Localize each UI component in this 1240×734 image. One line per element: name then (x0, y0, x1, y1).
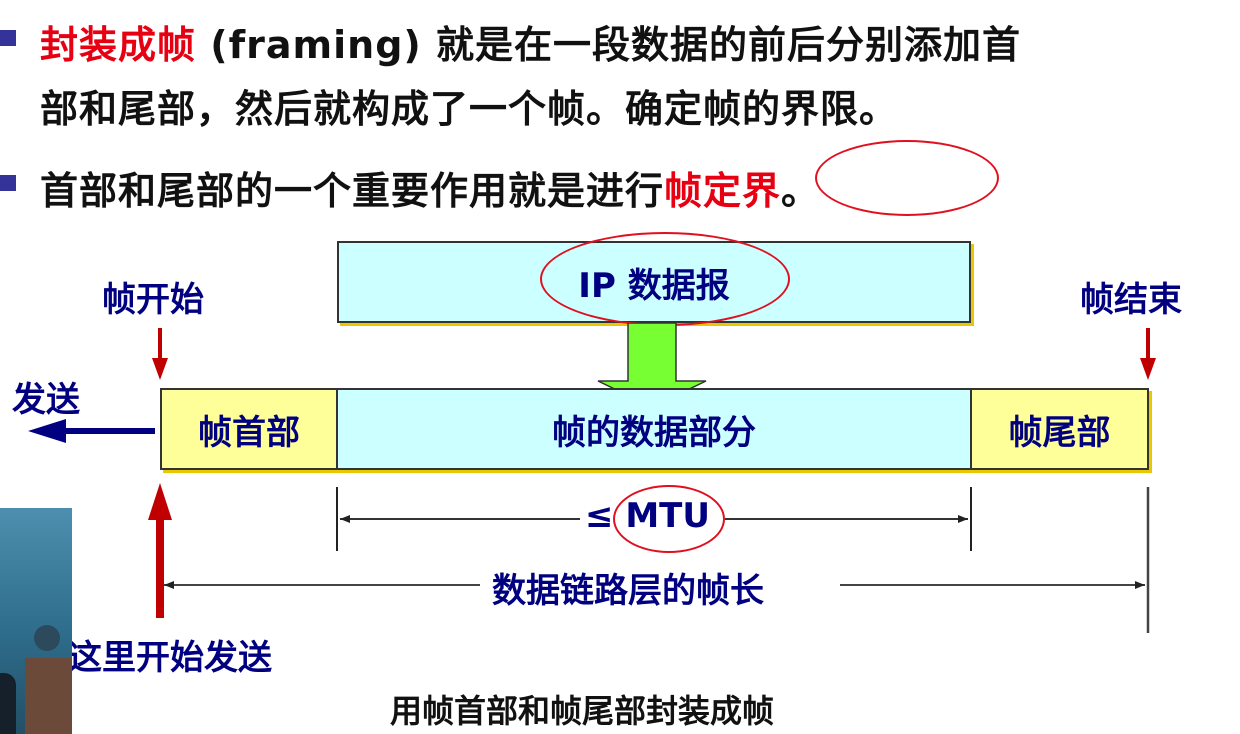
frame-trailer-label: 帧尾部 (1008, 412, 1111, 453)
bullet-1-text: (framing) 就是在一段数据的前后分别添加首 (196, 23, 1022, 67)
bullet-marker (0, 175, 16, 191)
frame-delimit-highlight: 帧定界 (664, 169, 782, 213)
ink-circle-frame-delimit (815, 140, 999, 216)
frame-header-box: 帧首部 (160, 388, 338, 470)
ink-circle-mtu (613, 485, 725, 553)
frame-end-label: 帧结束 (1080, 280, 1182, 320)
bullet-2-text: 首部和尾部的一个重要作用就是进行 (40, 169, 665, 213)
desk (25, 658, 72, 734)
send-label: 发送 (12, 380, 80, 420)
bullet-1-line-2: 部和尾部，然后就构成了一个帧。确定帧的界限。 (40, 87, 899, 131)
framing-highlight: 封装成帧 (40, 23, 197, 67)
frame-data-label: 帧的数据部分 (552, 412, 756, 453)
frame-start-label: 帧开始 (102, 280, 204, 320)
figure-caption: 用帧首部和帧尾部封装成帧 (390, 692, 775, 730)
send-from-here-label: 这里开始发送 (68, 638, 272, 678)
presenter-webcam-overlay (0, 508, 72, 734)
frame-data-box: 帧的数据部分 (336, 388, 972, 470)
globe-icon (34, 625, 60, 651)
bullet-marker (0, 30, 16, 46)
person-silhouette (0, 673, 16, 734)
frame-length-label: 数据链路层的帧长 (492, 571, 764, 611)
bullet-2-line: 首部和尾部的一个重要作用就是进行帧定界。 (40, 160, 820, 215)
frame-header-label: 帧首部 (198, 412, 300, 453)
frame-trailer-box: 帧尾部 (970, 388, 1149, 470)
bullet-2-end: 。 (781, 169, 821, 213)
bullet-1-line-1: 封装成帧 (framing) 就是在一段数据的前后分别添加首 (40, 14, 1021, 69)
